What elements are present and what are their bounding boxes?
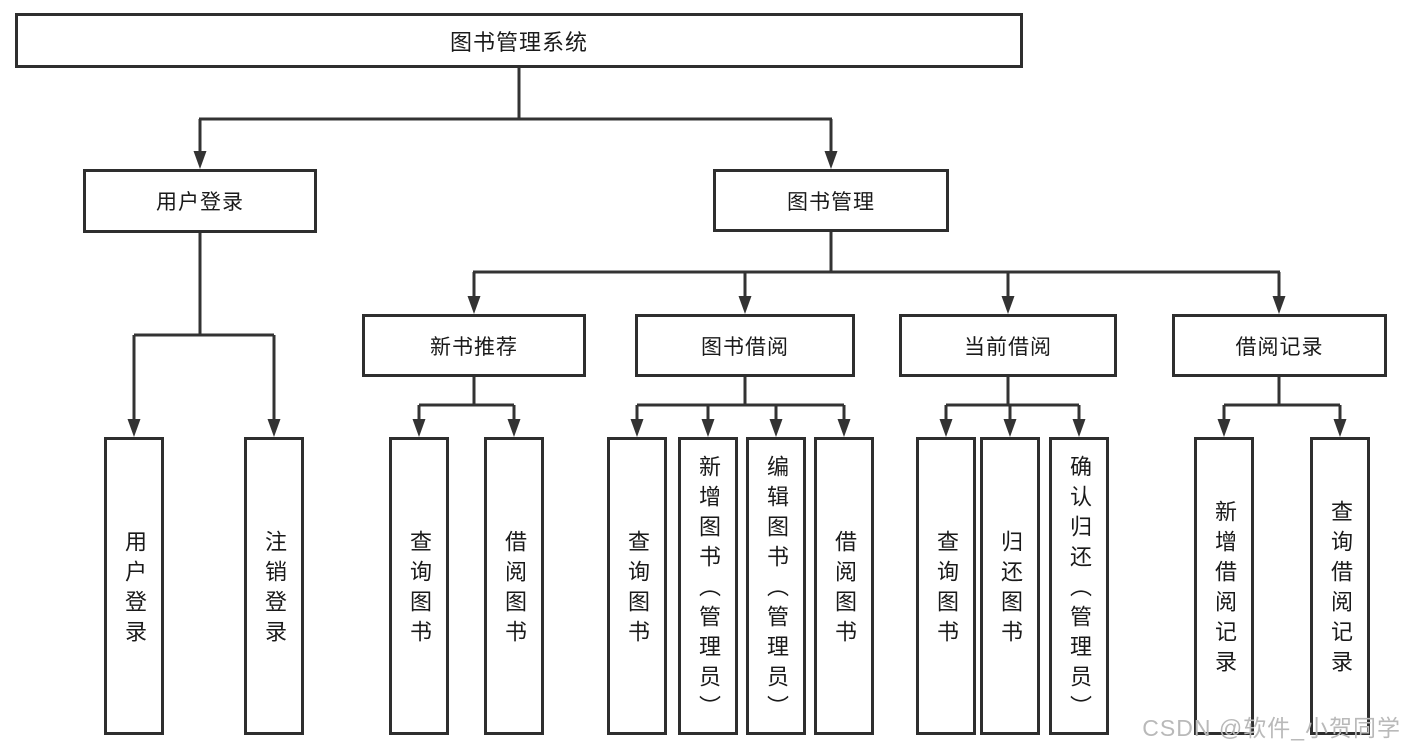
leaf-cb-query-book-label: 查询图书 (934, 530, 959, 650)
leaf-cb-return-book-label: 归还图书 (998, 530, 1023, 650)
leaf-br-query-record-label: 查询借阅记录 (1328, 500, 1353, 680)
leaf-bb-borrow-book: 借阅图书 (814, 437, 874, 735)
node-root: 图书管理系统 (15, 13, 1023, 68)
leaf-br-query-record: 查询借阅记录 (1310, 437, 1370, 735)
node-book-management: 图书管理 (713, 169, 949, 232)
leaf-bb-edit-book: 编辑图书（管理员） (746, 437, 806, 735)
leaf-nb-query-book: 查询图书 (389, 437, 449, 735)
leaf-bb-query-book: 查询图书 (607, 437, 667, 735)
node-borrow-records: 借阅记录 (1172, 314, 1387, 377)
leaf-logout: 注销登录 (244, 437, 304, 735)
watermark: CSDN @软件_小贺同学 (1142, 715, 1401, 741)
node-user-login: 用户登录 (83, 169, 317, 233)
leaf-logout-label: 注销登录 (262, 530, 287, 650)
node-book-borrow: 图书借阅 (635, 314, 855, 377)
leaf-user-login-label: 用户登录 (122, 530, 147, 650)
leaf-cb-query-book: 查询图书 (916, 437, 976, 735)
leaf-bb-query-book-label: 查询图书 (625, 530, 650, 650)
node-current-borrow: 当前借阅 (899, 314, 1117, 377)
leaf-nb-query-book-label: 查询图书 (407, 530, 432, 650)
leaf-nb-borrow-book-label: 借阅图书 (502, 530, 527, 650)
leaf-cb-confirm-return-label: 确认归还（管理员） (1067, 455, 1092, 725)
leaf-bb-add-book-label: 新增图书（管理员） (696, 455, 721, 725)
leaf-cb-confirm-return: 确认归还（管理员） (1049, 437, 1109, 735)
leaf-nb-borrow-book: 借阅图书 (484, 437, 544, 735)
node-new-book-recommend: 新书推荐 (362, 314, 586, 377)
leaf-cb-return-book: 归还图书 (980, 437, 1040, 735)
leaf-br-add-record-label: 新增借阅记录 (1212, 500, 1237, 680)
leaf-user-login: 用户登录 (104, 437, 164, 735)
leaf-br-add-record: 新增借阅记录 (1194, 437, 1254, 735)
leaf-bb-edit-book-label: 编辑图书（管理员） (764, 455, 789, 725)
leaf-bb-add-book: 新增图书（管理员） (678, 437, 738, 735)
leaf-bb-borrow-book-label: 借阅图书 (832, 530, 857, 650)
